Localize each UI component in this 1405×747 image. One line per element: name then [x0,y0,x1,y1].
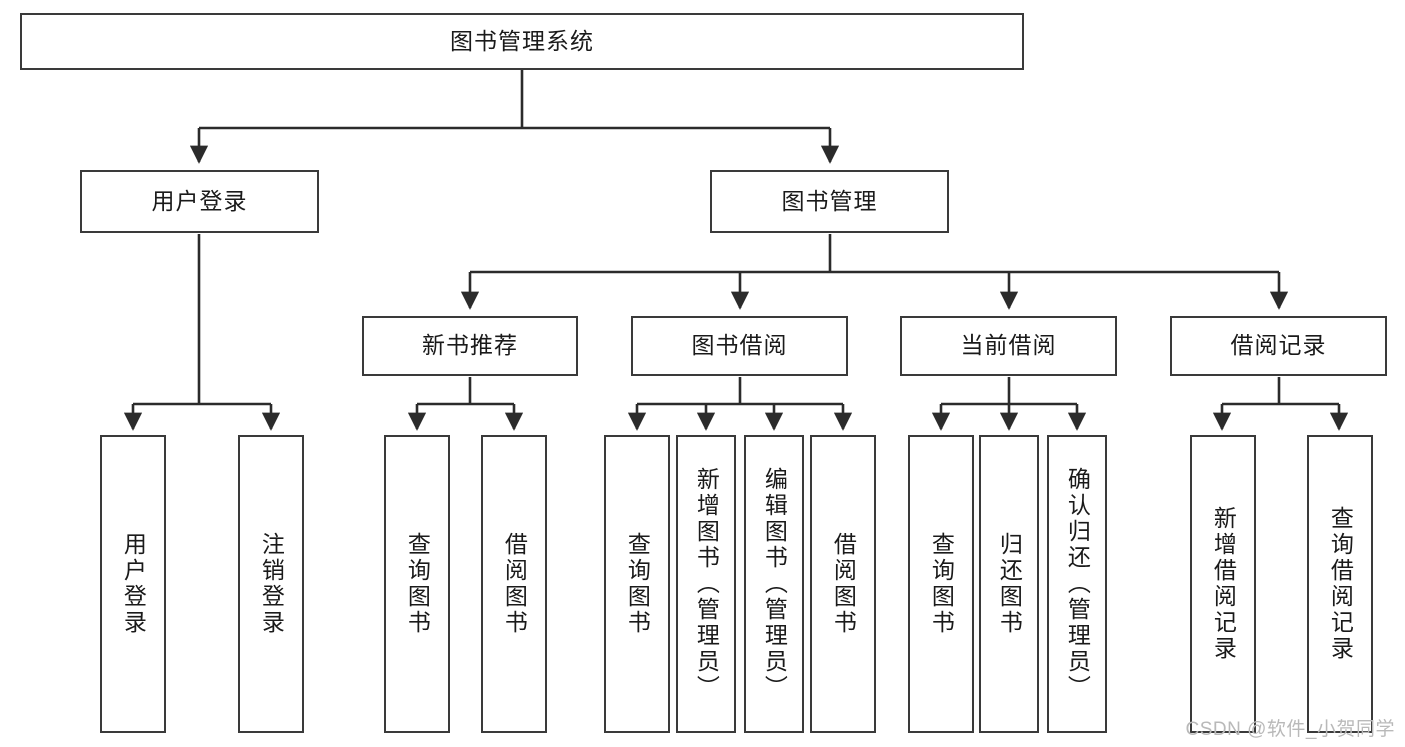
node-root-system[interactable]: 图书管理系统 [20,13,1024,70]
leaf-user-login[interactable]: 用户登录 [100,435,166,733]
leaf-user-logout[interactable]: 注销登录 [238,435,304,733]
node-label: 图书借阅 [691,332,788,359]
node-label: 借阅图书 [501,532,528,636]
node-user-login[interactable]: 用户登录 [80,170,319,233]
node-label: 新增借阅记录 [1210,506,1237,662]
node-label: 图书管理系统 [450,27,594,54]
node-book-borrow[interactable]: 图书借阅 [631,316,848,376]
node-label: 当前借阅 [960,332,1057,359]
node-borrow-record[interactable]: 借阅记录 [1170,316,1387,376]
leaf-query-book-recommend[interactable]: 查询图书 [384,435,450,733]
leaf-borrow-book[interactable]: 借阅图书 [810,435,876,733]
node-label: 用户登录 [120,532,147,636]
node-label: 注销登录 [258,532,285,636]
node-current-borrow[interactable]: 当前借阅 [900,316,1117,376]
node-label: 查询图书 [404,532,431,636]
leaf-borrow-book-recommend[interactable]: 借阅图书 [481,435,547,733]
node-label: 归还图书 [996,532,1023,636]
leaf-query-book-borrow[interactable]: 查询图书 [604,435,670,733]
node-label: 新增图书（管理员） [693,467,720,701]
node-label: 查询借阅记录 [1327,506,1354,662]
node-label: 用户登录 [151,187,248,214]
node-label: 借阅记录 [1230,332,1327,359]
leaf-query-borrow-record[interactable]: 查询借阅记录 [1307,435,1373,733]
node-new-book-recommend[interactable]: 新书推荐 [362,316,578,376]
node-label: 新书推荐 [422,332,518,359]
node-label: 图书管理 [781,187,878,214]
leaf-add-borrow-record[interactable]: 新增借阅记录 [1190,435,1256,733]
node-label: 查询图书 [928,532,955,636]
leaf-add-book-admin[interactable]: 新增图书（管理员） [676,435,736,733]
node-label: 确认归还（管理员） [1064,467,1091,701]
leaf-confirm-return-admin[interactable]: 确认归还（管理员） [1047,435,1107,733]
leaf-edit-book-admin[interactable]: 编辑图书（管理员） [744,435,804,733]
leaf-return-book[interactable]: 归还图书 [979,435,1039,733]
watermark-text: CSDN @软件_小贺同学 [1185,719,1395,740]
node-label: 查询图书 [624,532,651,636]
leaf-query-book-current[interactable]: 查询图书 [908,435,974,733]
node-book-management[interactable]: 图书管理 [710,170,949,233]
node-label: 借阅图书 [830,532,857,636]
node-label: 编辑图书（管理员） [761,467,788,701]
